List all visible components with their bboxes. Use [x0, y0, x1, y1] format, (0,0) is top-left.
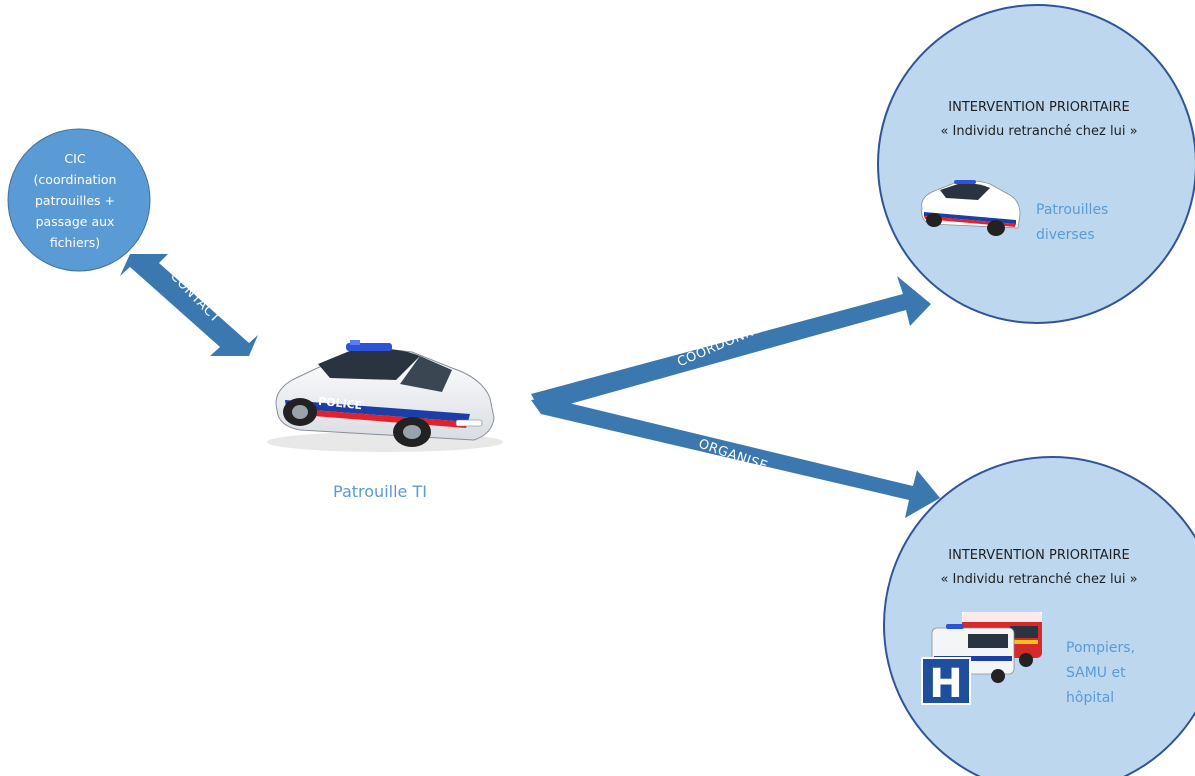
emergency-vehicles-image: H [921, 612, 1042, 707]
intervention-top-title-line1: INTERVENTION PRIORITAIRE [948, 100, 1130, 115]
intervention-top-title: INTERVENTION PRIORITAIRE « Individu retr… [880, 96, 1195, 144]
coordonne-arrow [531, 276, 931, 412]
hospital-sign-letter: H [929, 661, 962, 707]
contact-double-arrow [120, 254, 258, 356]
cic-label: CIC (coordination patrouilles + passage … [12, 148, 138, 253]
car-door-police-text: POLICE [318, 395, 363, 413]
patrouilles-diverses-label: Patrouilles diverses [1036, 202, 1109, 243]
intervention-top-title-line2: « Individu retranché chez lui » [940, 124, 1138, 139]
pompiers-samu-hopital-label: Pompiers, SAMU et hôpital [1066, 640, 1136, 706]
small-police-car-image [921, 180, 1021, 236]
police-car-image: POLICE [267, 340, 503, 452]
intervention-top-node [877, 4, 1195, 324]
cic-node [7, 128, 151, 272]
intervention-bottom-title-line2: « Individu retranché chez lui » [940, 572, 1138, 587]
intervention-bottom-title-line1: INTERVENTION PRIORITAIRE [948, 548, 1130, 563]
intervention-bottom-title: INTERVENTION PRIORITAIRE « Individu retr… [880, 544, 1195, 592]
patrouille-ti-label: Patrouille TI [333, 482, 427, 501]
hospital-sign [921, 657, 971, 705]
cic-label-text: CIC (coordination patrouilles + passage … [33, 151, 117, 250]
organise-arrow [531, 398, 940, 518]
